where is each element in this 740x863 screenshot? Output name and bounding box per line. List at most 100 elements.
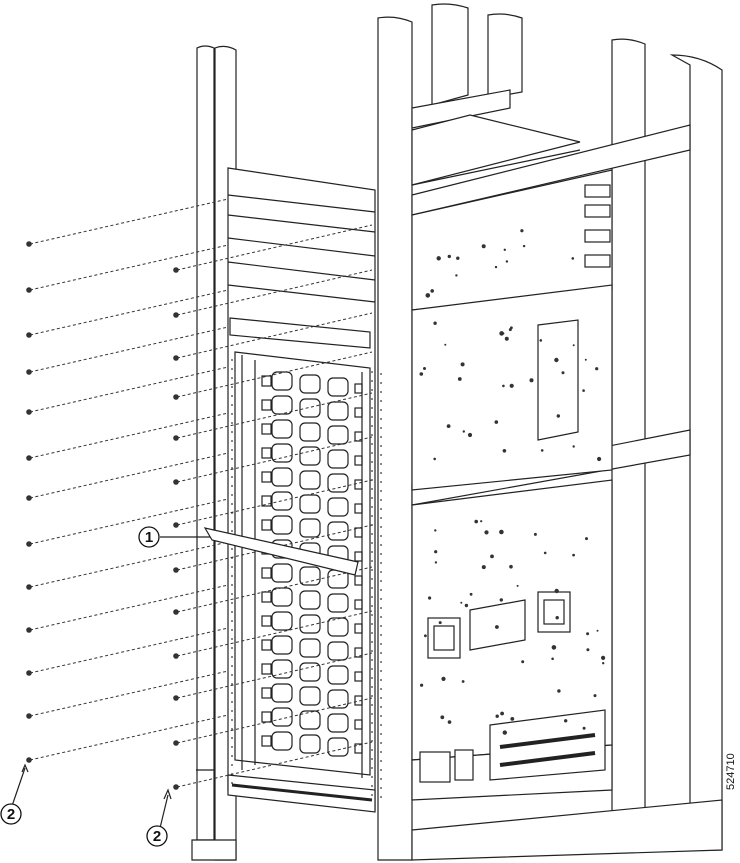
edge-perforation	[371, 515, 373, 517]
edge-perforation	[380, 796, 382, 798]
edge-perforation	[371, 749, 373, 751]
chassis-side-panel	[411, 114, 613, 801]
screw	[26, 332, 32, 338]
edge-perforation	[380, 724, 382, 726]
mounting-screws	[26, 198, 373, 790]
panel-hole	[499, 598, 503, 602]
screw	[173, 522, 179, 528]
edge-perforation	[371, 731, 373, 733]
edge-perforation	[380, 526, 382, 528]
panel-hole	[593, 694, 597, 698]
edge-perforation	[371, 488, 373, 490]
cage-tab	[261, 687, 272, 699]
edge-perforation	[380, 679, 382, 681]
edge-perforation	[371, 389, 373, 391]
panel-hole	[460, 601, 463, 604]
edge-perforation	[231, 377, 233, 379]
edge-perforation	[380, 688, 382, 690]
cage-tab	[354, 551, 363, 562]
panel-hole	[539, 339, 543, 342]
screw	[26, 670, 32, 676]
cage-tab	[354, 455, 363, 466]
edge-perforation	[380, 391, 382, 393]
panel-hole	[423, 367, 426, 370]
edge-perforation	[231, 620, 233, 622]
dashed-guide-line	[29, 366, 229, 413]
panel-hole	[490, 554, 494, 559]
panel-hole	[572, 553, 575, 557]
edge-perforation	[231, 575, 233, 577]
edge-perforation	[380, 481, 382, 483]
panel-hole	[502, 730, 507, 735]
edge-perforation	[371, 596, 373, 598]
panel-hole	[520, 229, 524, 233]
edge-perforation	[380, 544, 382, 546]
panel-hole	[420, 683, 424, 687]
cage-tab	[354, 527, 363, 538]
edge-perforation	[380, 607, 382, 609]
edge-perforation	[371, 614, 373, 616]
panel-hole	[521, 660, 525, 664]
panel-hole	[474, 519, 479, 524]
panel-hole	[456, 256, 460, 260]
panel-hole	[447, 720, 452, 724]
panel-hole	[556, 414, 560, 418]
panel-hole	[522, 244, 526, 248]
callout-2-left-label: 2	[7, 806, 15, 823]
screw	[26, 495, 32, 501]
cage-slot	[327, 593, 349, 613]
panel-hole	[551, 657, 554, 661]
panel-hole	[481, 244, 486, 249]
panel-hole	[455, 274, 458, 277]
edge-perforation	[371, 713, 373, 715]
edge-perforation	[380, 553, 382, 555]
cage-slot	[299, 494, 321, 514]
cage-tab	[354, 719, 363, 730]
cage-tab	[261, 567, 272, 579]
edge-perforation	[371, 605, 373, 607]
cage-tab	[261, 591, 272, 603]
cage-slot	[271, 659, 293, 679]
cage-slot	[327, 377, 349, 397]
panel-hole	[500, 711, 504, 716]
edge-perforation	[231, 386, 233, 388]
edge-perforation	[371, 767, 373, 769]
edge-perforation	[231, 395, 233, 397]
cage-tab	[261, 615, 272, 627]
edge-perforation	[231, 449, 233, 451]
cage-slot	[327, 737, 349, 757]
edge-perforation	[231, 764, 233, 766]
edge-perforation	[371, 740, 373, 742]
cage-slot	[327, 473, 349, 493]
edge-perforation	[380, 661, 382, 663]
edge-perforation	[380, 787, 382, 789]
screw	[26, 455, 32, 461]
cage-slot	[327, 401, 349, 421]
cage-slot	[327, 497, 349, 517]
edge-perforation	[380, 508, 382, 510]
edge-perforation	[371, 416, 373, 418]
edge-perforation	[371, 443, 373, 445]
edge-perforation	[371, 695, 373, 697]
cage-tab	[261, 423, 272, 435]
edge-perforation	[371, 677, 373, 679]
dashed-guide-line	[29, 326, 229, 373]
dashed-guide-line	[29, 670, 229, 717]
screw	[173, 695, 179, 701]
screw	[173, 312, 179, 318]
panel-hole	[444, 343, 447, 346]
panel-hole	[572, 445, 575, 448]
edge-perforation	[380, 490, 382, 492]
panel-hole	[509, 383, 514, 388]
screw	[26, 713, 32, 719]
panel-hole	[457, 377, 462, 381]
cage-tab	[261, 495, 272, 507]
edge-perforation	[231, 728, 233, 730]
cage-slot	[271, 707, 293, 727]
edge-perforation	[231, 683, 233, 685]
cage-slot	[327, 665, 349, 685]
dashed-guide-line	[29, 584, 229, 631]
cage-slot	[327, 689, 349, 709]
edge-perforation	[380, 706, 382, 708]
screw	[173, 653, 179, 659]
